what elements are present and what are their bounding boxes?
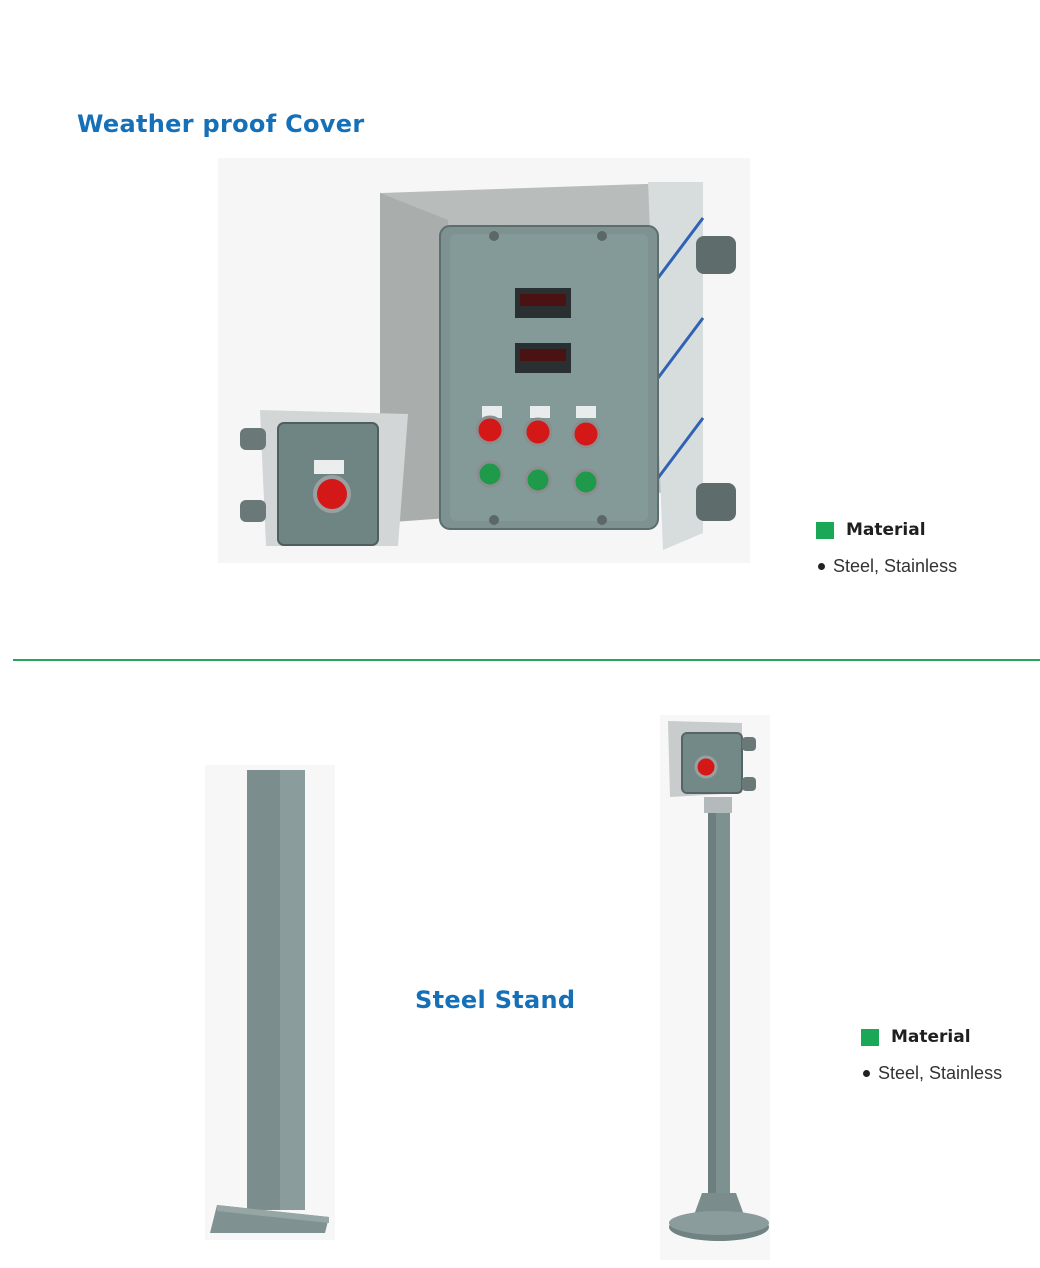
material-heading-label: Material — [891, 1027, 971, 1047]
material-heading-cover: Material — [816, 520, 926, 540]
pipe-stand-photo — [660, 715, 770, 1260]
material-item-cover: Steel, Stainless — [818, 556, 957, 577]
material-heading-stand: Material — [861, 1027, 971, 1047]
weather-proof-cover-photo — [218, 158, 750, 563]
material-item-stand: Steel, Stainless — [863, 1063, 1002, 1084]
section-title-steel-stand: Steel Stand — [415, 986, 576, 1014]
square-post-stand-photo — [205, 765, 335, 1240]
section-title-weather-proof-cover: Weather proof Cover — [77, 110, 365, 138]
spec-bullet-square-icon — [861, 1028, 879, 1046]
material-value: Steel, Stainless — [878, 1063, 1003, 1083]
spec-bullet-square-icon — [816, 521, 834, 539]
material-heading-label: Material — [846, 520, 926, 540]
list-bullet-icon — [863, 1070, 870, 1077]
material-value: Steel, Stainless — [833, 556, 958, 576]
list-bullet-icon — [818, 563, 825, 570]
section-divider — [13, 659, 1040, 661]
